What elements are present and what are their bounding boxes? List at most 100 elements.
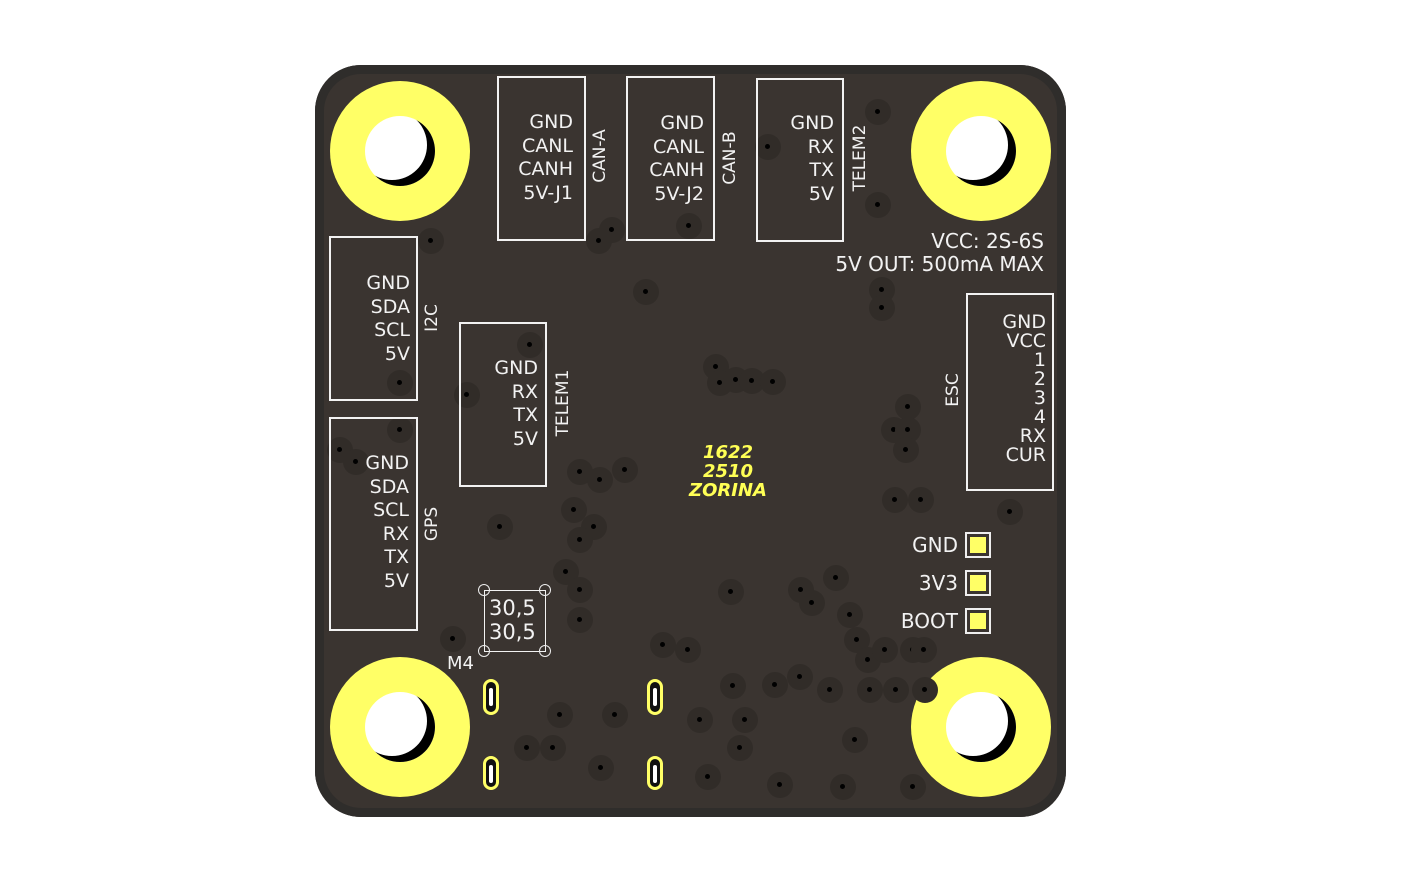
via <box>732 707 758 733</box>
pin-label: GND <box>366 272 410 294</box>
pin-label: 2 <box>1033 368 1046 390</box>
via <box>418 228 444 254</box>
pin-label: 5V-J2 <box>654 182 704 205</box>
test-pad-gnd <box>965 532 991 558</box>
mounting-hole-top-left <box>330 81 470 221</box>
via <box>561 497 587 523</box>
connector-telem1-label: TELEM1 <box>553 369 573 437</box>
connector-i2c-pins: GND SDA SCL 5V <box>366 272 410 366</box>
pin-label: CANL <box>652 135 704 158</box>
via <box>587 467 613 493</box>
test-pad-3v3 <box>965 570 991 596</box>
connector-gps-pins: GND SDA SCL RX TX 5V <box>365 452 409 593</box>
via <box>514 735 540 761</box>
marking-line: 1622 <box>702 442 754 463</box>
pin-label: 5V <box>512 427 538 450</box>
connector-telem2-label: TELEM2 <box>850 124 870 192</box>
pin-label: 3 <box>1033 387 1046 409</box>
via <box>900 774 926 800</box>
via <box>893 437 919 463</box>
via <box>675 637 701 663</box>
via <box>676 213 702 239</box>
marking-line: ZORINA <box>689 480 767 501</box>
pin-label: GND <box>790 112 834 134</box>
via <box>540 735 566 761</box>
connector-esc-pins: GND VCC 1 2 3 4 RX CUR <box>1002 313 1046 465</box>
via <box>567 527 593 553</box>
pin-label: RX <box>382 522 409 545</box>
pin-label: SDA <box>369 475 409 498</box>
pin-label: CUR <box>1005 444 1046 466</box>
mount-pattern-line: 30,5 <box>489 620 536 644</box>
via <box>908 487 934 513</box>
via <box>872 637 898 663</box>
pin-label: CANH <box>649 159 704 181</box>
pin-label: 5V <box>808 182 834 205</box>
mount-pattern-box <box>484 590 546 652</box>
pin-label: CANH <box>518 158 573 180</box>
via <box>687 707 713 733</box>
via <box>567 577 593 603</box>
via <box>865 99 891 125</box>
test-pad-boot <box>965 608 991 634</box>
via <box>895 394 921 420</box>
pin-label: 5V <box>384 342 410 365</box>
via <box>912 677 938 703</box>
via <box>911 637 937 663</box>
pin-label: 5V <box>383 569 409 592</box>
pin-label: GND <box>529 111 573 133</box>
mount-pattern-line: 30,5 <box>489 596 536 620</box>
pin-label: TX <box>809 159 834 181</box>
vcc-note: VCC: 2S-6S <box>931 229 1044 253</box>
via <box>767 772 793 798</box>
via <box>517 332 543 358</box>
pin-label: SCL <box>373 499 409 521</box>
via <box>695 764 721 790</box>
mounting-hole-bottom-left <box>330 657 470 797</box>
board-marking: 1622 2510 ZORINA <box>658 443 798 500</box>
via <box>588 755 614 781</box>
pin-label: 5V-J1 <box>523 181 573 204</box>
via <box>842 727 868 753</box>
via <box>440 626 466 652</box>
mounting-hole-top-right <box>911 81 1051 221</box>
designator-m4: M4 <box>447 653 474 674</box>
via <box>837 602 863 628</box>
connector-can-b-label: CAN-B <box>720 131 740 185</box>
test-pad-boot-label: BOOT <box>900 609 958 633</box>
via <box>762 672 788 698</box>
mount-pattern-label: 30,5 30,5 <box>489 596 536 644</box>
pin-label: CANL <box>521 134 573 157</box>
via <box>760 369 786 395</box>
via <box>567 607 593 633</box>
test-pad-gnd-label: GND <box>912 533 958 557</box>
via <box>882 487 908 513</box>
via <box>387 417 413 443</box>
pin-label: 1 <box>1033 349 1046 371</box>
slot-pad <box>647 679 663 715</box>
pin-label: GND <box>1002 311 1046 333</box>
slot-pad <box>483 679 499 715</box>
via <box>869 295 895 321</box>
via <box>997 499 1023 525</box>
connector-can-a-label: CAN-A <box>590 129 610 183</box>
connector-telem2 <box>756 78 844 242</box>
test-pad-3v3-label: 3V3 <box>918 571 958 595</box>
connector-gps-label: GPS <box>422 506 442 542</box>
mounting-hole-bottom-right <box>911 657 1051 797</box>
pin-label: GND <box>494 357 538 379</box>
pin-label: 4 <box>1033 406 1046 428</box>
via <box>823 565 849 591</box>
via <box>720 673 746 699</box>
via <box>602 702 628 728</box>
connector-can-b-pins: GND CANL CANH 5V-J2 <box>649 112 704 206</box>
pin-label: GND <box>660 112 704 134</box>
connector-gps <box>329 417 418 631</box>
via <box>650 632 676 658</box>
pin-label: TX <box>384 546 409 568</box>
via <box>727 735 753 761</box>
connector-telem1-pins: GND RX TX 5V <box>494 357 538 451</box>
pin-label: RX <box>807 135 834 158</box>
connector-i2c <box>329 236 418 401</box>
via <box>599 217 625 243</box>
